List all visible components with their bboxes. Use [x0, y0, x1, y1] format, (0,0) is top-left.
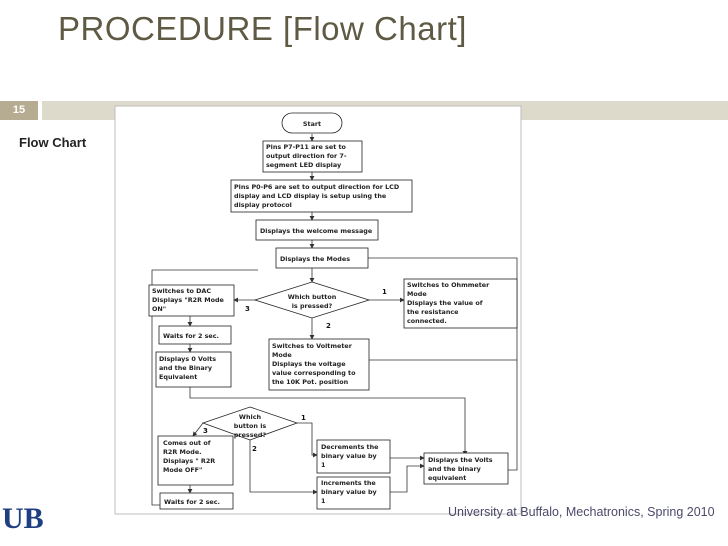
b2-line: Pins P0-P6 are set to output direction f… — [234, 183, 399, 191]
start-label: Start — [303, 120, 321, 128]
volt-line: the 10K Pot. position — [272, 378, 349, 386]
disp-line: Displays the Volts — [428, 456, 493, 464]
zero-line: Equivalent — [159, 373, 197, 381]
box-voltmeter — [268, 338, 370, 391]
comes-line: Displays " R2R — [163, 457, 215, 465]
university-logo: UB — [2, 502, 44, 534]
box-pins-p0-p6 — [230, 179, 413, 213]
side-label: Flow Chart — [19, 135, 87, 150]
inc-line: 1 — [321, 497, 325, 505]
box-decrement — [316, 439, 391, 474]
dec-line: 1 — [321, 461, 325, 469]
comes-line: Mode OFF" — [163, 466, 202, 474]
dac-line: Displays "R2R Mode — [152, 296, 225, 304]
zero-line: and the Binary — [159, 364, 213, 372]
box-pins-p7-p11 — [262, 140, 363, 173]
inc-line: binary value by — [321, 488, 378, 496]
dec-line: binary value by — [321, 452, 378, 460]
box-increment — [316, 476, 391, 510]
d1-right-label: 1 — [382, 288, 387, 296]
disp-line: and the binary — [428, 465, 482, 473]
decision-2 — [201, 406, 299, 441]
box-comes-out — [157, 435, 234, 486]
d1-line: is pressed? — [292, 302, 333, 310]
box-welcome — [255, 219, 379, 241]
b2-line: display and LCD display is setup using t… — [234, 192, 387, 200]
box-wait-2 — [159, 492, 234, 510]
ohm-line: the resistance — [407, 308, 459, 316]
volt-line: Displays the voltage — [272, 360, 346, 368]
b4-label: Displays the Modes — [280, 255, 350, 263]
d2-bottom-label: 2 — [252, 445, 257, 453]
dec-line: Decrements the — [321, 443, 379, 451]
comes-line: Comes out of — [163, 439, 211, 447]
footer-text: University at Buffalo, Mechatronics, Spr… — [448, 505, 715, 519]
connectors — [151, 134, 518, 506]
decision-1 — [253, 281, 371, 319]
slide-number: 15 — [12, 104, 26, 116]
d1-line: Which button — [288, 293, 337, 301]
b1-line: output direction for 7- — [266, 152, 347, 160]
d2-left-label: 3 — [203, 427, 208, 435]
b1-line: Pins P7-P11 are set to — [266, 143, 347, 151]
d1-left-label: 3 — [245, 305, 250, 313]
ohm-line: Displays the value of — [407, 299, 483, 307]
b1-line: segment LED display — [266, 161, 342, 169]
box-dac — [148, 284, 235, 317]
ohm-line: Mode — [407, 290, 427, 298]
box-display-volts — [423, 452, 509, 485]
volt-line: Mode — [272, 351, 292, 359]
box-display-zero — [155, 351, 232, 388]
comes-line: R2R Mode. — [163, 448, 202, 456]
logo-text: UB — [2, 502, 44, 534]
ohm-line: Switches to Ohmmeter — [407, 281, 490, 289]
d1-bottom-label: 2 — [326, 322, 331, 330]
b2-line: display protocol — [234, 201, 292, 209]
box-modes — [275, 247, 369, 269]
start-terminal — [281, 112, 343, 134]
flow-texts: Start Pins P7-P11 are set to output dire… — [152, 120, 493, 506]
disp-line: equivalent — [428, 474, 466, 482]
b3-label: Displays the welcome message — [260, 227, 373, 235]
d2-line: pressed? — [234, 431, 267, 439]
box-ohmmeter — [403, 278, 518, 329]
d2-right-label: 1 — [301, 414, 306, 422]
dac-line: ON" — [152, 305, 166, 313]
d2-line: Which — [239, 413, 262, 421]
dac-line: Switches to DAC — [152, 287, 211, 295]
volt-line: Switches to Voltmeter — [272, 342, 353, 350]
slide-title: PROCEDURE [Flow Chart] — [58, 10, 467, 47]
inc-line: Increments the — [321, 479, 376, 487]
shapes — [148, 112, 518, 510]
wait1-label: Waits for 2 sec. — [163, 332, 219, 340]
zero-line: Displays 0 Volts — [159, 355, 216, 363]
volt-line: value corresponding to — [272, 369, 356, 377]
d2-line: button is — [234, 422, 267, 430]
ohm-line: connected. — [407, 317, 447, 325]
box-wait-1 — [158, 325, 232, 345]
wait2-label: Waits for 2 sec. — [164, 498, 220, 506]
slide-number-box — [0, 101, 38, 120]
